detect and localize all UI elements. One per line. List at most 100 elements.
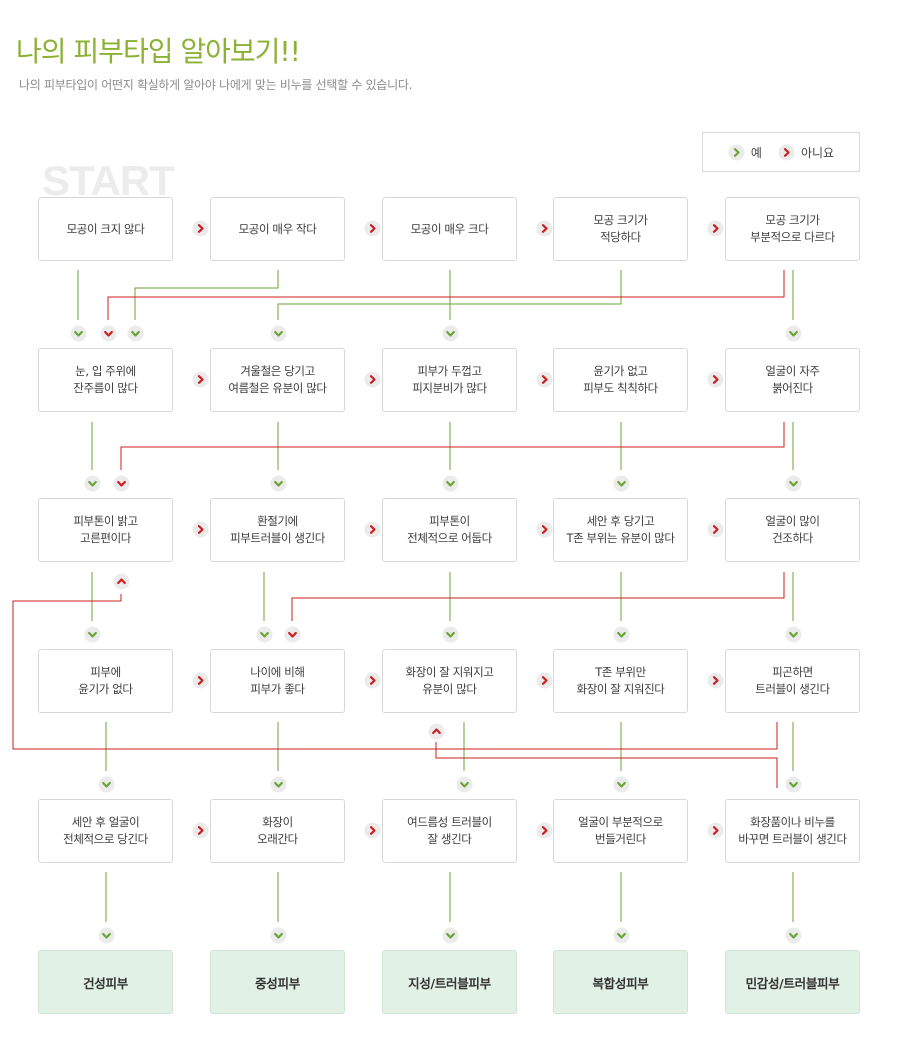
yes-arrow-down [270, 776, 287, 793]
question-box: 화장이 오래간다 [210, 799, 345, 863]
red-chevron-up-icon [113, 573, 129, 589]
green-chevron-down-icon [442, 626, 458, 642]
green-chevron-down-icon [613, 776, 629, 792]
no-arrow-down [100, 325, 117, 342]
no-arrow-right [536, 220, 553, 237]
red-chevron-right-icon [192, 521, 209, 538]
red-chevron-right-icon [536, 220, 553, 237]
question-box: 피부톤이 전체적으로 어둡다 [382, 498, 517, 562]
no-line [120, 422, 785, 470]
page-title: 나의 피부타입 알아보기!! [16, 35, 301, 68]
legend-no-label: 아니요 [800, 145, 835, 160]
start-label: START [42, 157, 175, 204]
no-line [435, 742, 778, 788]
yes-connectors [77, 270, 794, 922]
red-chevron-right-icon [536, 371, 553, 388]
yes-arrow-down [270, 325, 287, 342]
no-arrow-right [707, 521, 724, 538]
yes-arrow-down [256, 626, 273, 643]
no-arrow-right [536, 822, 553, 839]
question-box: 피부에 윤기가 없다 [38, 649, 173, 713]
no-line [12, 594, 778, 750]
green-chevron-down-icon [270, 325, 286, 341]
no-arrow-right [707, 822, 724, 839]
no-arrow-right [536, 521, 553, 538]
question-box: 윤기가 없고 피부도 칙칙하다 [553, 348, 688, 412]
green-chevron-down-icon [613, 626, 629, 642]
question-box: 모공 크기가 부분적으로 다르다 [725, 197, 860, 261]
green-chevron-down-icon [127, 325, 143, 341]
yes-arrow-down [70, 325, 87, 342]
green-chevron-down-icon [442, 475, 458, 491]
green-chevron-down-icon [613, 927, 629, 943]
legend-no: 아니요 [778, 144, 834, 161]
red-chevron-right-icon [707, 371, 724, 388]
no-arrow-right [364, 220, 381, 237]
green-chevron-down-icon [256, 626, 272, 642]
yes-line [134, 270, 279, 320]
page-subtitle: 나의 피부타입이 어떤지 확실하게 알아야 나에게 맞는 비누를 선택할 수 있… [19, 78, 413, 92]
no-arrow-right [536, 371, 553, 388]
question-box: 모공이 매우 작다 [210, 197, 345, 261]
yes-arrow-down [84, 475, 101, 492]
yes-arrow-down [442, 626, 459, 643]
no-arrow-right [192, 371, 209, 388]
green-chevron-down-icon [442, 927, 458, 943]
legend-yes: 예 [728, 144, 762, 161]
red-chevron-right-icon [364, 822, 381, 839]
yes-arrow-down [456, 776, 473, 793]
yes-arrow-down [442, 475, 459, 492]
no-arrow-up [113, 573, 130, 590]
red-chevron-right-icon [536, 521, 553, 538]
no-arrow-right [192, 220, 209, 237]
question-box: 화장이 잘 지워지고 유분이 많다 [382, 649, 517, 713]
legend: 예 아니요 [702, 132, 860, 172]
no-connectors [12, 270, 785, 788]
green-chevron-down-icon [98, 776, 114, 792]
yes-arrow-down [270, 927, 287, 944]
no-arrow-down [284, 626, 301, 643]
question-box: 얼굴이 많이 건조하다 [725, 498, 860, 562]
legend-yes-label: 예 [750, 145, 762, 160]
green-chevron-down-icon [785, 927, 801, 943]
green-chevron-down-icon [785, 776, 801, 792]
question-box: 화장품이나 비누를 바꾸면 트러블이 생긴다 [725, 799, 860, 863]
no-arrow-right [364, 822, 381, 839]
green-chevron-down-icon [270, 475, 286, 491]
question-box: 모공이 크지 않다 [38, 197, 173, 261]
question-box: 피부가 두껍고 피지분비가 많다 [382, 348, 517, 412]
result-box: 건성피부 [38, 950, 173, 1014]
red-chevron-right-icon [192, 672, 209, 689]
yes-arrow-down [613, 626, 630, 643]
red-chevron-up-icon [428, 723, 444, 739]
red-chevron-right-icon [364, 521, 381, 538]
red-chevron-down-icon [284, 626, 300, 642]
question-box: 모공 크기가 적당하다 [553, 197, 688, 261]
red-chevron-right-icon [536, 672, 553, 689]
yes-line [277, 270, 622, 320]
question-box: 얼굴이 자주 붉어진다 [725, 348, 860, 412]
question-box: 여드름성 트러블이 잘 생긴다 [382, 799, 517, 863]
question-box: 눈, 입 주위에 잔주름이 많다 [38, 348, 173, 412]
yes-arrow-down [98, 776, 115, 793]
green-chevron-down-icon [84, 626, 100, 642]
red-chevron-right-icon [364, 371, 381, 388]
question-box: 겨울철은 당기고 여름철은 유분이 많다 [210, 348, 345, 412]
question-box: 세안 후 얼굴이 전체적으로 당긴다 [38, 799, 173, 863]
yes-arrow-down [785, 776, 802, 793]
question-box: 환절기에 피부트러블이 생긴다 [210, 498, 345, 562]
green-chevron-down-icon [456, 776, 472, 792]
red-chevron-right-icon [364, 672, 381, 689]
no-arrow-right [192, 521, 209, 538]
red-chevron-right-icon [536, 822, 553, 839]
no-arrow-right [707, 220, 724, 237]
red-chevron-down-icon [113, 475, 129, 491]
no-line [291, 572, 785, 621]
no-arrow-right [707, 672, 724, 689]
yes-arrow-down [127, 325, 144, 342]
question-box: 모공이 매우 크다 [382, 197, 517, 261]
green-chevron-right-icon [728, 144, 745, 160]
green-chevron-down-icon [84, 475, 100, 491]
result-box: 중성피부 [210, 950, 345, 1014]
result-box: 복합성피부 [553, 950, 688, 1014]
